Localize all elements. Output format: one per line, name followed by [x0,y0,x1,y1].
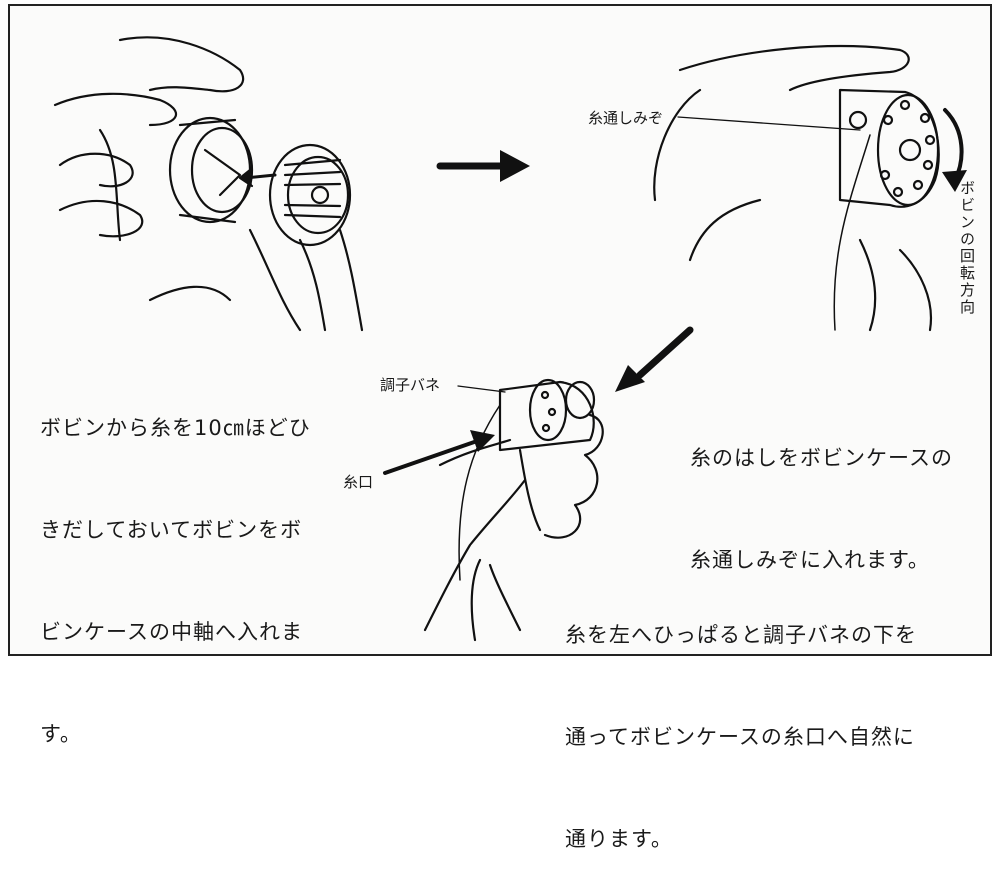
step1-illustration [55,37,362,330]
step1-line: きだしておいてボビンをボ [40,513,311,547]
step1-line: す。 [40,717,311,751]
rotation-direction-label: ボビンの回転方向 [958,180,976,316]
step3-line: 通ります。 [565,822,917,856]
step2-line: 糸のはしをボビンケースの [690,441,953,475]
step3-line: 通ってボビンケースの糸口へ自然に [565,720,917,754]
step-arrow-right [440,150,530,182]
step2-illustration [654,46,967,330]
thread-mouth-label: 糸口 [343,471,373,492]
spring-label: 調子バネ [380,374,440,395]
step1-text: ボビンから糸を10㎝ほどひ きだしておいてボビンをボ ビンケースの中軸へ入れま … [40,343,311,785]
step3-line: 糸を左へひっぱると調子バネの下を [565,618,917,652]
step1-line: ボビンから糸を10㎝ほどひ [40,411,311,445]
groove-label: 糸通しみぞ [588,107,663,128]
step3-text: 糸を左へひっぱると調子バネの下を 通ってボビンケースの糸口へ自然に 通ります。 [565,550,917,890]
step-arrow-down-left [615,330,690,392]
step1-line: ビンケースの中軸へ入れま [40,615,311,649]
